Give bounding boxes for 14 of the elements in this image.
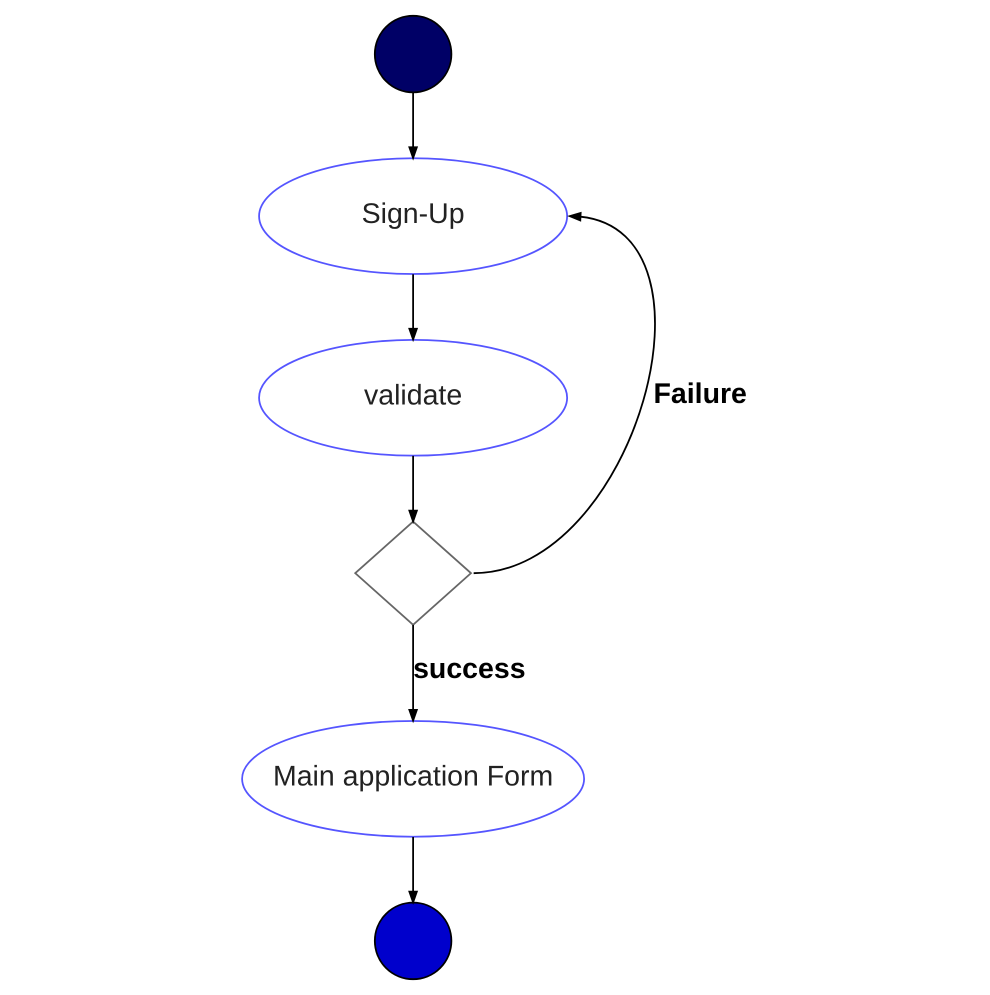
node-ellipse: Sign-Up [258, 157, 568, 275]
arrow [408, 274, 418, 342]
edge-label: Failure [654, 378, 747, 410]
edge-label: success [413, 652, 526, 685]
node-diamond [354, 520, 472, 626]
arrow [408, 456, 418, 524]
node-ellipse: Main application Form [241, 720, 585, 838]
node-circle [374, 902, 452, 980]
arrow [474, 212, 656, 574]
arrow [408, 624, 418, 724]
node-circle [374, 14, 452, 94]
arrow [408, 836, 418, 905]
node-ellipse: validate [258, 339, 568, 457]
arrow [408, 92, 418, 161]
